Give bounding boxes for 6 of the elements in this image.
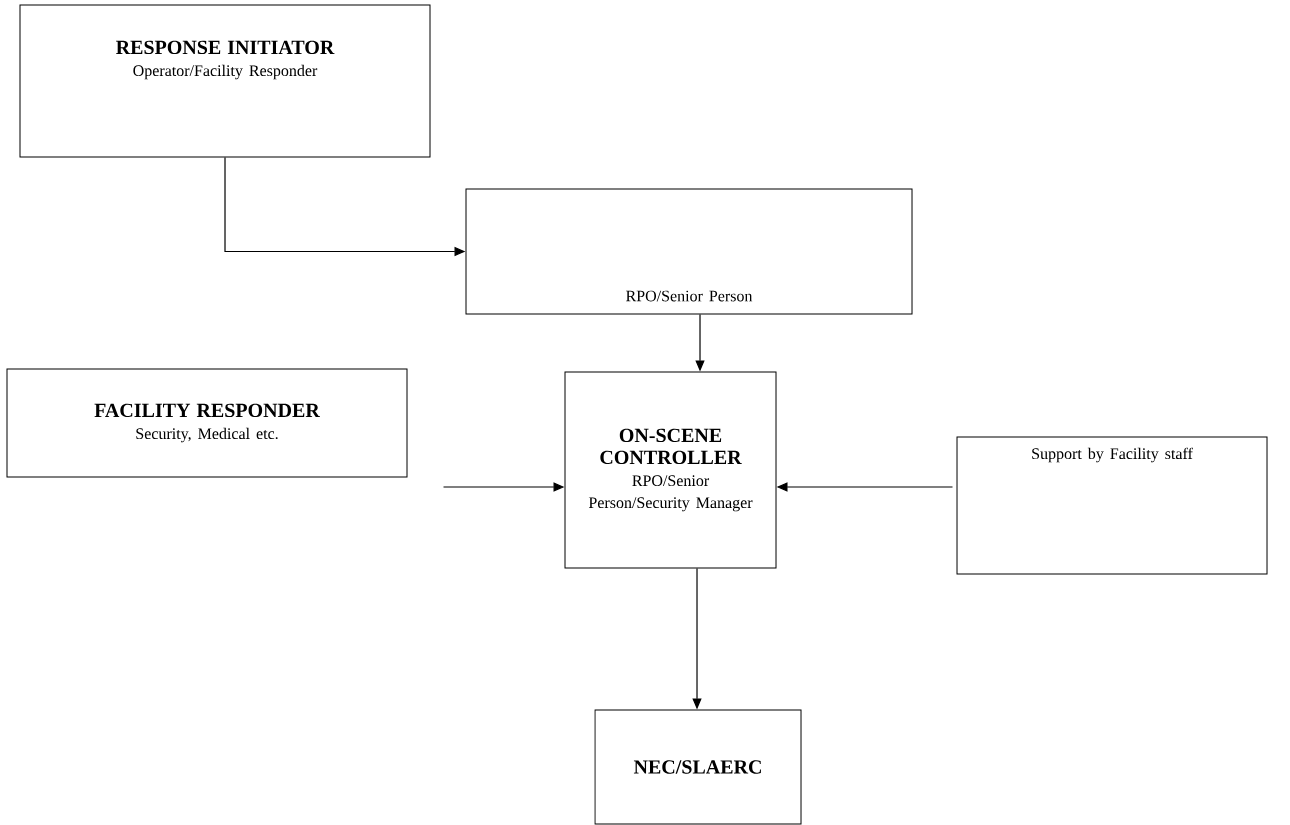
process-box: ON-SCENE CONTROLLER RPO/Senior Person/Security Manager <box>564 371 777 569</box>
process-box: FACILITY RESPONDER Security, Medical etc. <box>6 368 408 478</box>
process-box: Support by Facility staff <box>956 436 1268 575</box>
process-box: RESPONSE INITIATOR Operator/Facility Responder <box>19 4 431 158</box>
process-box: NEC/SLAERC <box>594 709 802 825</box>
process-box: RPO/Senior Person <box>465 188 913 315</box>
